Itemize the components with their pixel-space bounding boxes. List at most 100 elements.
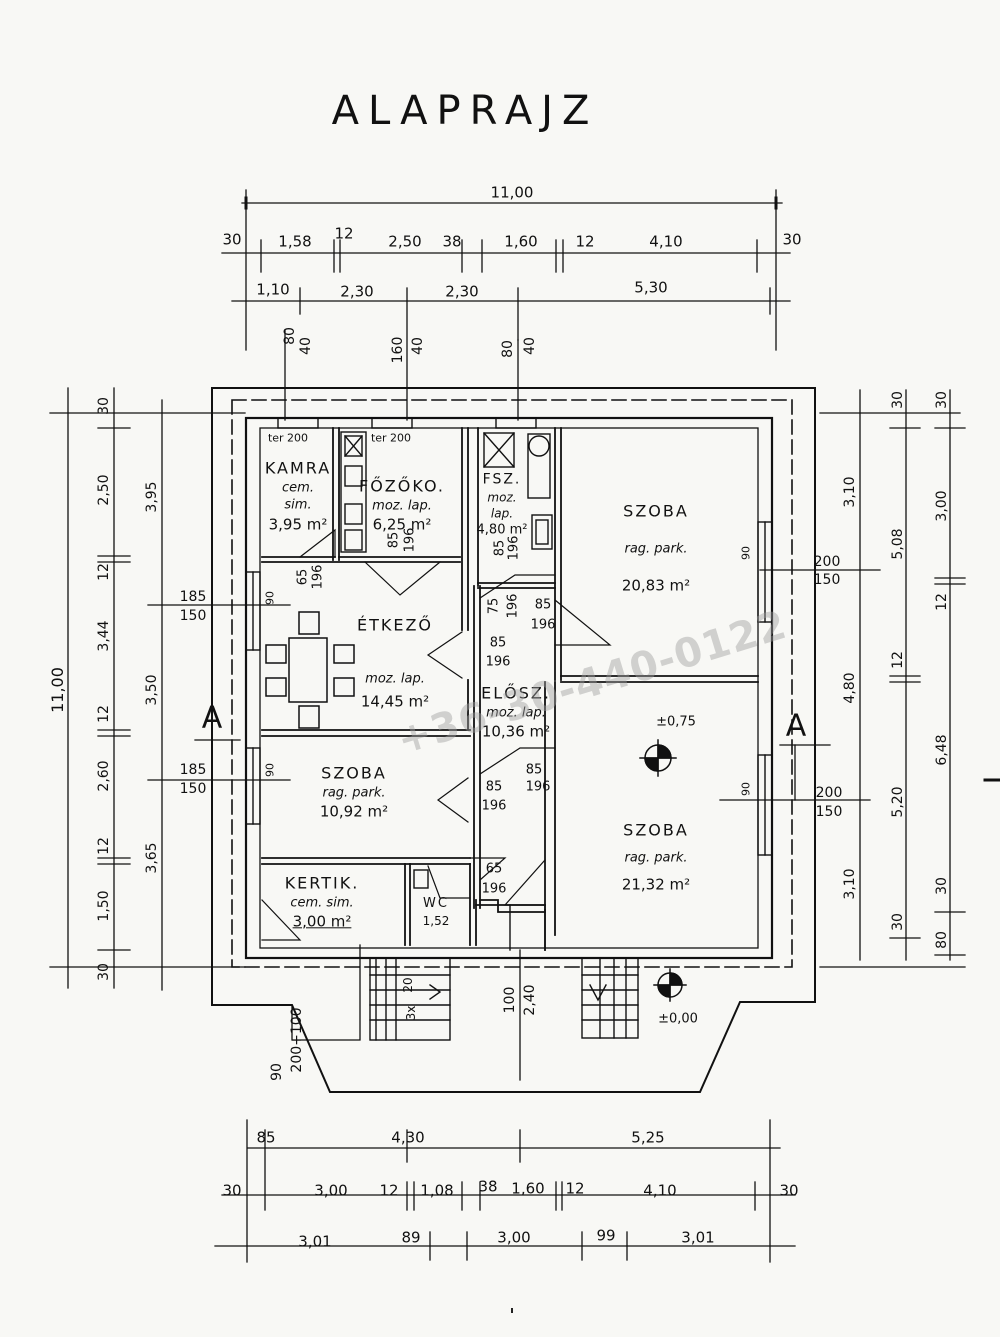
dim-label: 3,44	[96, 620, 112, 652]
dim-label: 12	[575, 232, 595, 251]
window-label: 150	[815, 804, 843, 820]
dim-label: 30	[779, 1181, 799, 1200]
window-height-label: 80	[500, 340, 516, 358]
window-height-label: 80	[282, 327, 298, 345]
window-label: 200	[815, 785, 843, 801]
dim-label: 30	[934, 877, 950, 895]
room-area: 10,36 m²	[481, 722, 551, 741]
stair-dim: 3x	[404, 1005, 418, 1021]
stair-dim: 2,40	[522, 984, 538, 1016]
dim-label: 1,60	[504, 232, 538, 251]
room-floor: cem.	[282, 480, 314, 496]
wall-mark: 90	[269, 1063, 285, 1081]
dim-label: 30	[934, 391, 950, 409]
dimension-lines-top	[221, 189, 791, 421]
dining-table	[265, 611, 355, 729]
dim-label: 5,08	[890, 528, 906, 560]
room-area: 21,32 m²	[621, 875, 691, 894]
dim-overall-depth: 11,00	[48, 667, 67, 713]
dim-label: 3,65	[144, 842, 160, 874]
room-szoba-west: SZOBA rag. park. 10,92 m²	[320, 762, 388, 821]
dim-label: 5,25	[631, 1128, 665, 1147]
room-name: KAMRA	[264, 458, 332, 478]
window-label: 150	[813, 572, 841, 588]
window-label: 150	[179, 781, 207, 797]
door-width-label: 85	[485, 779, 503, 795]
dim-label: 30	[96, 963, 112, 981]
dim-label: 12	[334, 224, 354, 243]
speck	[511, 1308, 513, 1313]
dim-label: 30	[96, 397, 112, 415]
room-etkezo: ÉTKEZŐ moz. lap. 14,45 m²	[357, 614, 433, 711]
kitchen-units	[340, 431, 553, 889]
room-floor: lap.	[490, 506, 514, 521]
door-width-label: 85	[525, 762, 543, 778]
stair-dim: 20	[401, 977, 415, 993]
door-height-label: 196	[485, 654, 511, 670]
page-title: ALAPRAJZ	[331, 88, 599, 134]
building-walls	[211, 387, 816, 1093]
dim-label: 1,60	[511, 1179, 545, 1198]
room-area: 6,25 m²	[372, 515, 432, 534]
dim-label: 2,30	[445, 282, 479, 301]
room-name: FSZ.	[482, 471, 522, 488]
room-eloszoba: ELŐSZ. moz. lap. 10,36 m²	[481, 682, 551, 741]
dim-label: 3,95	[144, 481, 160, 513]
dim-label: 85	[256, 1128, 276, 1147]
window-label: 150	[179, 608, 207, 624]
room-area: 14,45 m²	[360, 692, 430, 711]
wall-mark: 90	[263, 763, 277, 777]
dim-label: 2,30	[340, 282, 374, 301]
room-area: 10,92 m²	[319, 802, 389, 821]
door-swings	[261, 528, 612, 941]
room-area: 3,95 m²	[268, 515, 328, 534]
room-name: KERTIK.	[284, 873, 360, 893]
room-floor: moz. lap.	[365, 670, 425, 686]
room-area: 4,80 m²	[476, 522, 528, 538]
stair-dim: 100	[502, 986, 518, 1014]
room-kamra: KAMRA cem. sim. 3,95 m²	[265, 458, 331, 535]
room-name: ELŐSZ.	[481, 683, 551, 703]
section-lines	[194, 739, 831, 801]
dim-label: 12	[96, 837, 112, 855]
room-fozoko: FŐZŐKO. moz. lap. 6,25 m²	[359, 475, 445, 534]
dim-label: 1,58	[278, 232, 312, 251]
window-label: ter 200	[370, 431, 412, 445]
wall-mark: 90	[739, 546, 753, 560]
dim-label: 3,50	[144, 674, 160, 706]
door-width-label: 85	[489, 635, 507, 651]
dim-label: 30	[890, 913, 906, 931]
dim-label: 2,50	[388, 232, 422, 251]
room-floor: rag. park.	[322, 784, 386, 800]
dim-label: 38	[478, 1177, 498, 1196]
level-markers	[639, 739, 687, 1002]
door-height-label: 196	[530, 617, 556, 633]
dim-label: 3,00	[314, 1181, 348, 1200]
dim-label: 80	[934, 931, 950, 949]
dim-label: 99	[596, 1226, 616, 1245]
door-width-label: 85	[534, 597, 552, 613]
window-height-label: 160	[390, 336, 406, 364]
dim-label: 1,50	[96, 890, 112, 922]
door-width-label: 65	[295, 568, 311, 586]
dim-label: 12	[934, 593, 950, 611]
room-szoba-southeast: SZOBA rag. park. 21,32 m²	[622, 819, 690, 894]
room-floor: cem. sim.	[290, 894, 354, 910]
door-height-label: 196	[505, 593, 521, 619]
door-width-label: 65	[485, 861, 503, 877]
wall-mark: 90	[263, 591, 277, 605]
door-height-label: 196	[525, 779, 551, 795]
room-floor: moz.	[487, 490, 517, 505]
door-width-label: 75	[486, 597, 502, 615]
dim-label: 12	[96, 705, 112, 723]
room-floor: rag. park.	[624, 540, 688, 556]
room-name: ÉTKEZŐ	[356, 615, 434, 635]
dim-label: 30	[222, 1181, 242, 1200]
room-floor: rag. park.	[624, 849, 688, 865]
window-label: 185	[179, 762, 207, 778]
dim-label: 3,10	[842, 476, 858, 508]
dimension-lines-right	[719, 389, 1000, 968]
windows	[245, 417, 773, 856]
